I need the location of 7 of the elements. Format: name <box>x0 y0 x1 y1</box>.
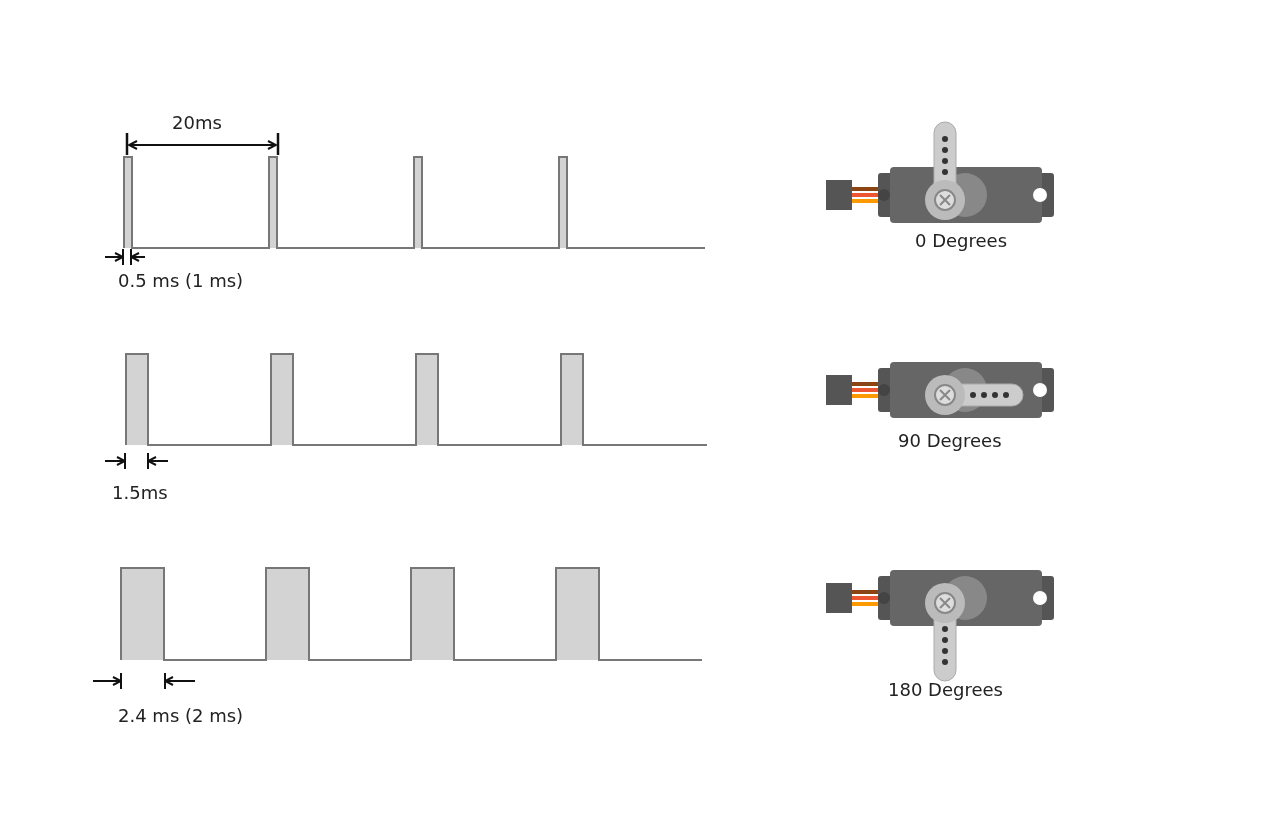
period-label: 20ms <box>172 112 222 133</box>
angle-label: 0 Degrees <box>915 230 1008 251</box>
angle-label: 180 Degrees <box>888 679 1003 700</box>
pulse-width-label: 0.5 ms (1 ms) <box>118 270 244 291</box>
pulse-width-label: 2.4 ms (2 ms) <box>118 705 244 726</box>
angle-label: 90 Degrees <box>898 430 1002 451</box>
pulse-width-label: 1.5ms <box>112 482 168 503</box>
